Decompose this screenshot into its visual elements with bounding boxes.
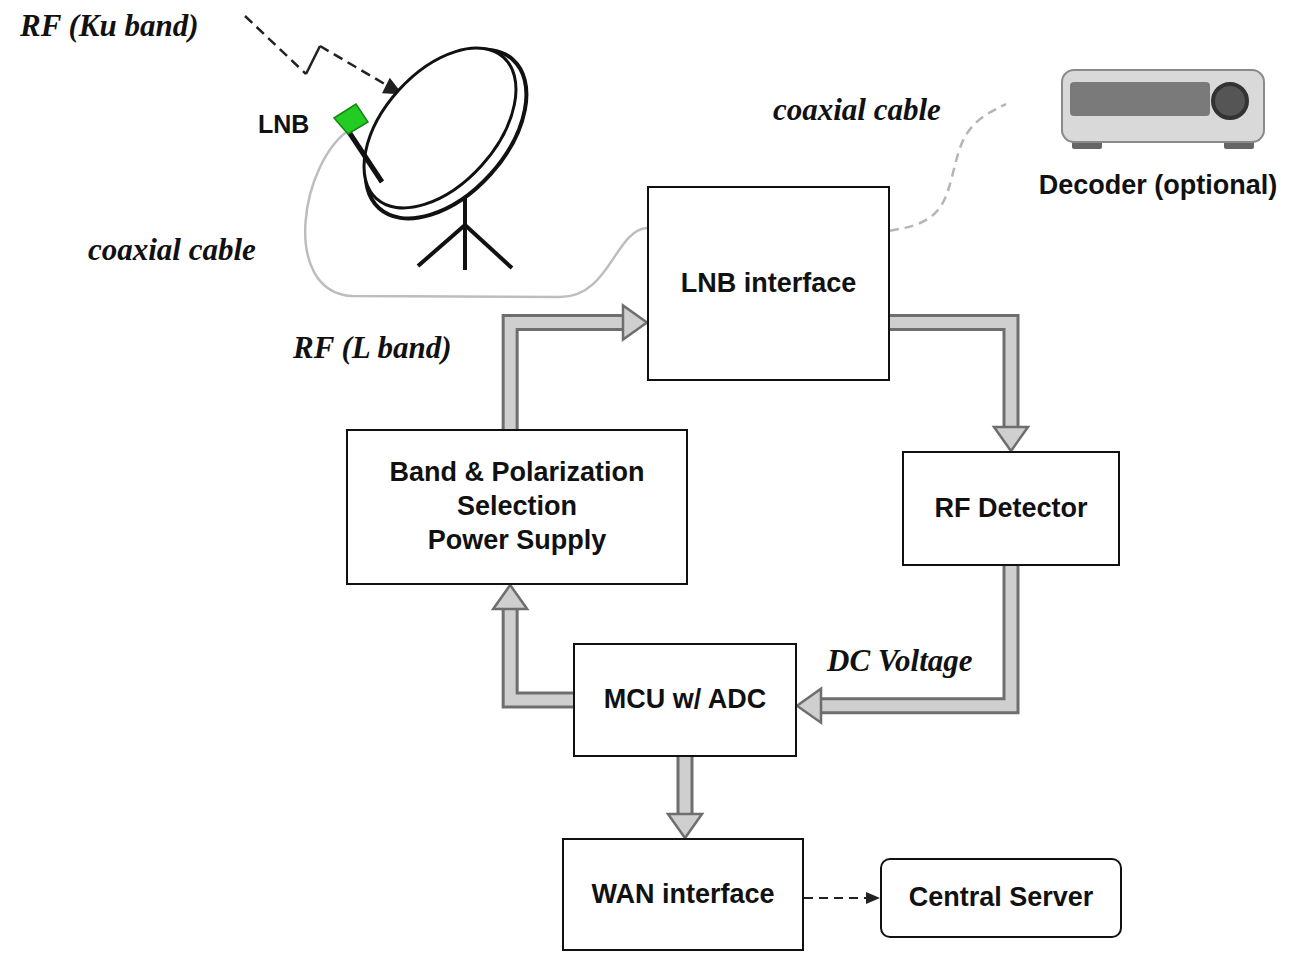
- connector: [797, 566, 1011, 723]
- process-box: MCU w/ ADC: [573, 643, 797, 757]
- connector: [804, 892, 880, 904]
- arrow-outline: [890, 323, 1011, 428]
- edge-label: RF (L band): [290, 330, 454, 366]
- arrow-head: [994, 427, 1028, 451]
- node-text: WAN interface: [591, 878, 774, 912]
- node-text: Central Server: [909, 881, 1094, 915]
- node-text: LNB interface: [681, 267, 857, 301]
- part-label: LNB: [258, 110, 309, 139]
- cable-label: coaxial cable: [88, 232, 256, 268]
- process-box: Band & Polarization SelectionPower Suppl…: [346, 429, 688, 585]
- node-text: MCU w/ ADC: [604, 683, 767, 717]
- signal-arrow: [245, 16, 400, 93]
- arrow-body: [890, 323, 1011, 428]
- node-text: Decoder (optional): [1039, 169, 1278, 203]
- signal-label: RF (Ku band): [20, 8, 199, 44]
- arrow-head: [866, 892, 880, 904]
- connector: [890, 323, 1028, 452]
- dashed-link: [804, 897, 866, 899]
- arrow-body: [821, 566, 1011, 706]
- process-box: LNB interface: [647, 186, 890, 381]
- arrow-head: [797, 689, 821, 723]
- arrow-head: [493, 585, 527, 609]
- satellite-dish: [334, 20, 558, 270]
- connector: [668, 757, 702, 838]
- arrow-outline: [510, 323, 623, 430]
- arrow-outline: [821, 566, 1011, 706]
- connector: [493, 585, 573, 700]
- node-text: RF Detector: [934, 492, 1087, 526]
- arrow-outline: [510, 609, 573, 700]
- server-box: Central Server: [880, 858, 1122, 938]
- arrow-head: [623, 306, 647, 340]
- node-text: Power Supply: [428, 524, 607, 558]
- arrow-body: [680, 757, 691, 814]
- edge-label: DC Voltage: [824, 643, 976, 679]
- arrow-body: [510, 323, 623, 430]
- arrow-body: [510, 609, 573, 700]
- connector: [510, 306, 647, 430]
- arrow-head: [668, 814, 702, 838]
- decoder-device: Decoder (optional): [1006, 60, 1310, 207]
- edge-label: coaxial cable: [770, 92, 944, 128]
- process-box: WAN interface: [562, 838, 804, 951]
- process-box: RF Detector: [902, 451, 1120, 566]
- decoder-icon: [1062, 70, 1264, 149]
- arrow-outline: [677, 757, 694, 814]
- node-text: Band & Polarization Selection: [362, 456, 672, 524]
